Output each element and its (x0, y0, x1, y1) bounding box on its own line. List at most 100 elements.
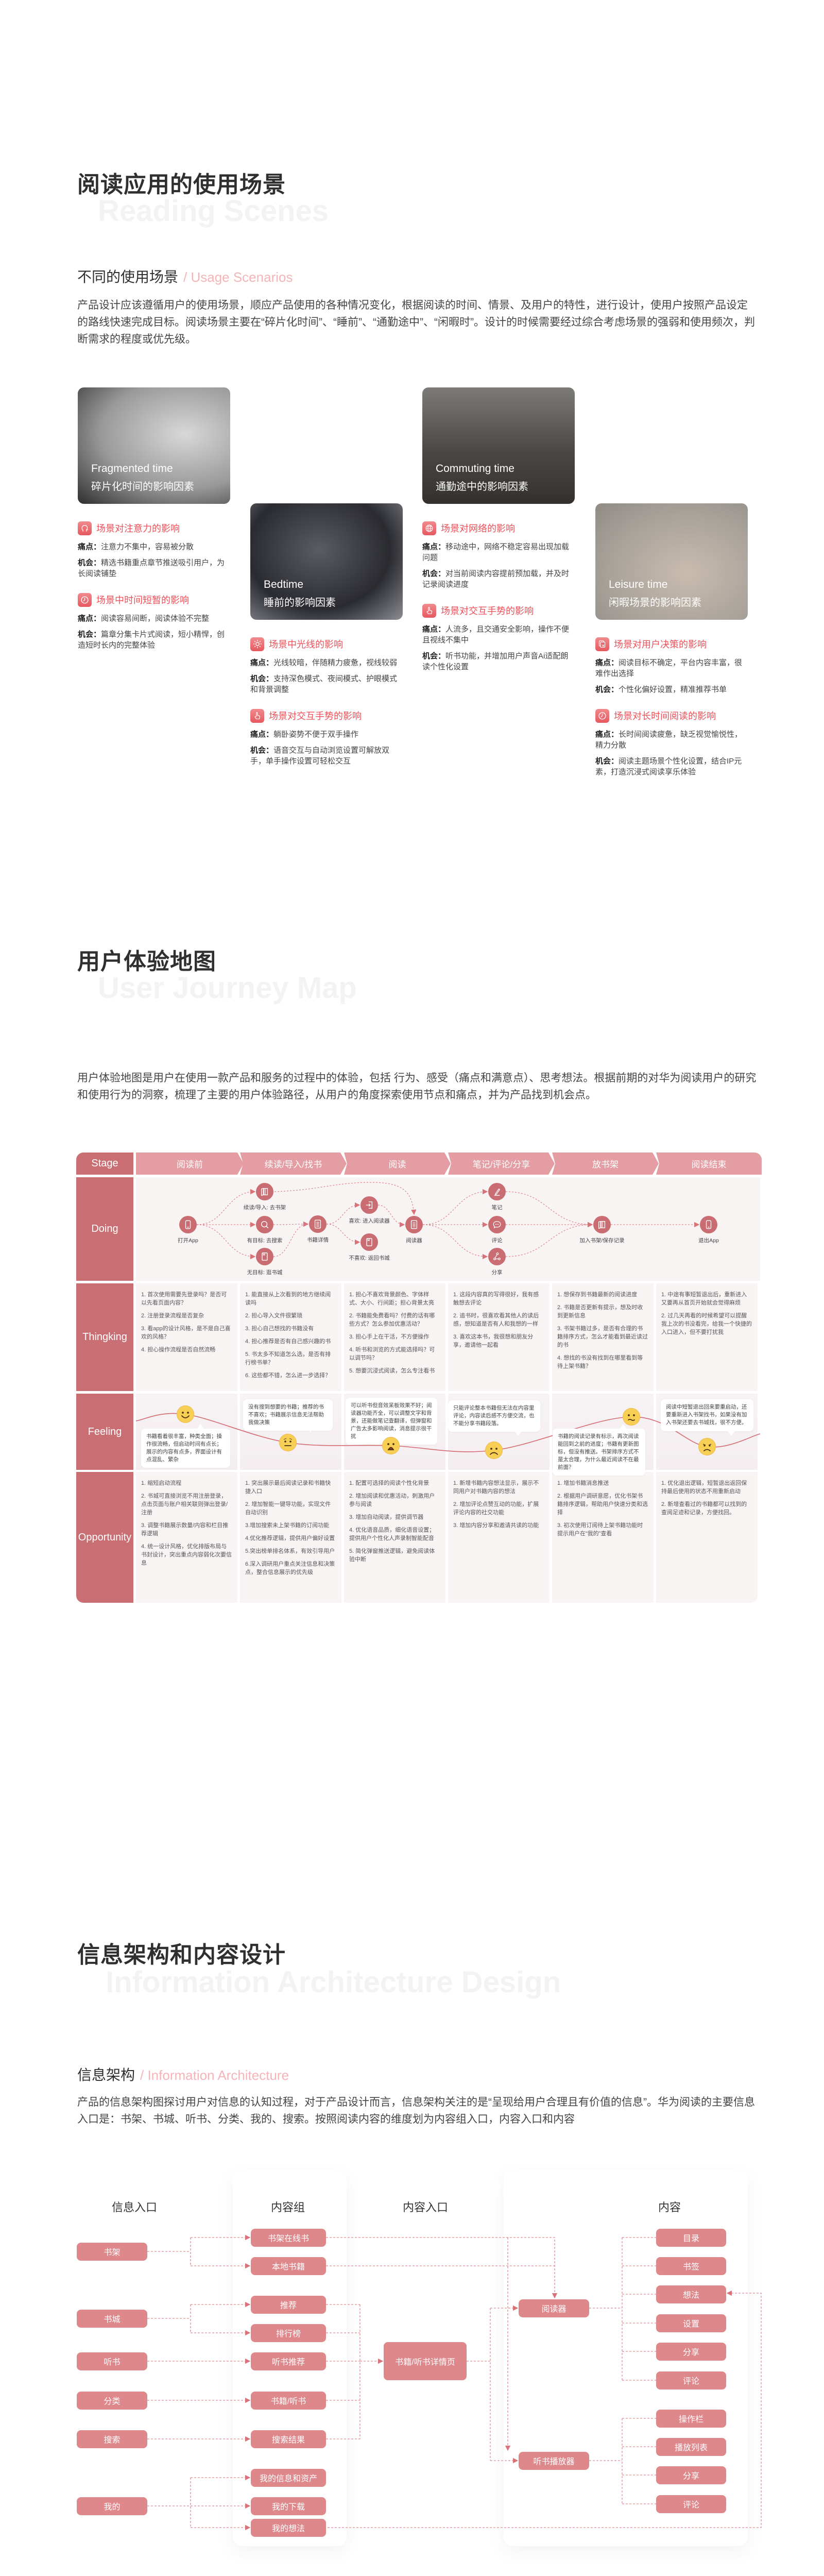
thinking-item: 3. 担心自己想找的书籍没有 (245, 1326, 314, 1332)
scenario-title-en: Commuting time (436, 463, 514, 474)
scenario-factor: 场景对网络的影响痛点：移动途中，网络不稳定容易出现加载问题机会：对当前阅读内容提… (422, 521, 575, 590)
opportunity-text: 阅读主题场景个性化设置，结合IP元素，打造沉浸式阅读享乐体验 (595, 757, 742, 776)
ia-heading: 信息架构/ Information Architecture (77, 2064, 289, 2084)
factor-title: 场景中光线的影响 (269, 639, 343, 650)
doing-node-label: 加入书架/保存记录 (579, 1238, 625, 1244)
doing-node (700, 1216, 717, 1233)
thinking-item: 2. 注册登录流程是否复杂 (141, 1313, 204, 1319)
scenario-factors: 场景对注意力的影响痛点：注意力不集中，容易被分散机会：精选书籍重点章节推送吸引用… (78, 521, 230, 664)
thinking-item: 4. 听书和浏览的方式能选择吗？可以调节吗？ (349, 1347, 435, 1361)
scenario-factor: 场景对长时间阅读的影响痛点：长时间阅读疲惫，缺乏视觉愉悦性，精力分散机会：阅读主… (595, 708, 748, 777)
pain-label: 痛点： (595, 730, 619, 739)
bubble-tail (307, 1427, 314, 1432)
hand-icon (422, 603, 436, 618)
head-icon (78, 521, 92, 535)
bubble-tail (514, 1431, 522, 1436)
reading-scenes-watermark: Reading Scenes (98, 194, 329, 228)
clock-icon (78, 592, 92, 607)
pain-point: 痛点：移动途中，网络不稳定容易出现加载问题 (422, 541, 575, 563)
shocked-face-icon (382, 1436, 400, 1455)
opportunity-label: 机会： (422, 652, 446, 660)
bookshelf-icon (597, 1220, 607, 1229)
factor-heading: 场景对交互手势的影响 (422, 603, 575, 618)
doing-node (256, 1183, 273, 1200)
row-label-opportunity: Opportunity (76, 1472, 133, 1603)
opportunity: 机会：篇章分集卡片式阅读，短小精悍，创造短时长内的完整体验 (78, 629, 230, 651)
pain-label: 痛点： (250, 658, 274, 667)
opportunity-label: 机会： (78, 630, 101, 639)
thinking-item: 2. 过几天再看的时候希望可以提醒我上次的书没看完，给我一个快捷的入口进入，但不… (661, 1313, 752, 1335)
ia-subtitle-en: / Information Architecture (140, 2067, 289, 2083)
doing-node-label: 笔记 (491, 1205, 503, 1211)
ia-reader-box: 阅读器 (519, 2299, 589, 2317)
journey-watermark: User Journey Map (98, 971, 357, 1005)
usage-scenarios-heading: 不同的使用场景/ Usage Scenarios (77, 266, 293, 286)
thinking-item: 1. 担心不喜欢背景颜色、字体样式、大小、行间距；担心背景太亮 (349, 1292, 434, 1306)
factor-title: 场景对网络的影响 (441, 523, 515, 534)
usage-scenarios-paragraph: 产品设计应该遵循用户的使用场景，顺应产品使用的各种情况变化，根据阅读的时间、情景… (77, 299, 755, 345)
doing-node-label: 退出App (698, 1238, 719, 1244)
factor-title: 场景对用户决策的影响 (614, 639, 707, 650)
doing-node (360, 1233, 378, 1251)
layers-icon (595, 637, 609, 651)
thinking-item: 4. 想找的书没有找到在哪里看到等待上架书籍？ (557, 1355, 643, 1369)
opportunity-label: 机会： (250, 746, 274, 755)
sad-face-icon (485, 1441, 503, 1460)
opportunity-item: 2. 根据用户调研意愿，优化书架书籍排序逻辑，帮助用户快速分类和选择 (557, 1493, 648, 1516)
doing-node-label: 续读/导入: 去书架 (243, 1205, 286, 1211)
thinking-item: 1. 能直接从上次看到的地方继续阅读吗 (245, 1292, 331, 1306)
pen-icon (492, 1187, 502, 1196)
opportunity-text: 支持深色模式、夜间模式、护眼模式和背景调整 (250, 674, 398, 694)
opportunity-item: 1. 缩短启动流程 (141, 1480, 182, 1486)
opportunity-text: 听书功能，并增加用户声音Ai适配朗读个性化设置 (422, 652, 569, 671)
factor-title: 场景中时间短暂的影响 (96, 595, 189, 605)
pain-point: 痛点：光线较暗，伴随精力疲惫，视线较弱 (250, 657, 403, 668)
opportunity: 机会：支持深色模式、夜间模式、护眼模式和背景调整 (250, 673, 403, 695)
opportunity: 机会：个性化偏好设置，精准推荐书单 (595, 684, 748, 695)
ia-reader-content-box: 分享 (656, 2342, 726, 2361)
opportunity: 机会：精选书籍重点章节推送吸引用户，为长阅读铺垫 (78, 557, 230, 579)
bookmark-icon (365, 1238, 373, 1247)
comment-icon (492, 1220, 502, 1229)
pain-text: 光线较暗，伴随精力疲惫，视线较弱 (273, 658, 398, 667)
ia-group-box: 我的想法 (251, 2518, 326, 2537)
row-label-thinking: Thingking (76, 1283, 133, 1391)
opportunity-item: 5.突出榜单排名体系，有效引导用户 (245, 1548, 335, 1554)
section-title-reading-scenes: 阅读应用的使用场景 (77, 172, 286, 197)
opportunity-label: 机会： (422, 569, 446, 578)
pain-label: 痛点： (250, 730, 274, 739)
row-label-stage: Stage (76, 1153, 133, 1175)
pain-text: 躺卧姿势不便于双手操作 (273, 730, 359, 739)
ia-entry-box: 搜索 (77, 2430, 147, 2448)
thinking-cell: 1. 中途有事短暂退出后，重新进入又要再从首页开始就会觉得麻烦 2. 过几天再看的… (656, 1283, 758, 1391)
doing-row-bg (136, 1177, 760, 1281)
opportunity-text: 语音交互与自动浏览设置可解放双手，单手操作设置可轻松交互 (250, 746, 390, 766)
opportunity-text: 对当前阅读内容提前预加载，并及时记录阅读进度 (422, 569, 570, 589)
opportunity: 机会：阅读主题场景个性化设置，结合IP元素，打造沉浸式阅读享乐体验 (595, 756, 748, 777)
doing-node-label: 无目标: 逛书城 (247, 1269, 283, 1276)
scenario-title-cn: 闲暇场景的影响因素 (609, 597, 701, 608)
doing-node (488, 1216, 506, 1233)
thinking-item: 1. 中途有事短暂退出后，重新进入又要再从首页开始就会觉得麻烦 (661, 1292, 747, 1306)
pain-text: 阅读容易间断，阅读体验不完整 (101, 614, 210, 623)
ia-column-header: 信息入口 (111, 2201, 158, 2214)
stage-4: 放书架 (552, 1153, 659, 1175)
ia-reader-content-box: 评论 (656, 2371, 726, 2389)
angry-face-icon (698, 1437, 716, 1456)
thinking-item: 3. 担心手上在干活，不方便操作 (349, 1334, 430, 1340)
doing-node-label: 评论 (491, 1238, 503, 1244)
factor-heading: 场景对用户决策的影响 (595, 637, 748, 651)
pain-point: 痛点：躺卧姿势不便于双手操作 (250, 729, 403, 740)
pain-text: 注意力不集中，容易被分散 (101, 543, 194, 551)
sun-icon (250, 637, 264, 651)
opportunity-text: 篇章分集卡片式阅读，短小精悍，创造短时长内的完整体验 (78, 630, 225, 650)
ia-entry-box: 书架 (77, 2242, 147, 2261)
opportunity-label: 机会： (595, 685, 619, 694)
factor-title: 场景对交互手势的影响 (441, 606, 534, 616)
ia-group-box: 推荐 (251, 2295, 326, 2314)
